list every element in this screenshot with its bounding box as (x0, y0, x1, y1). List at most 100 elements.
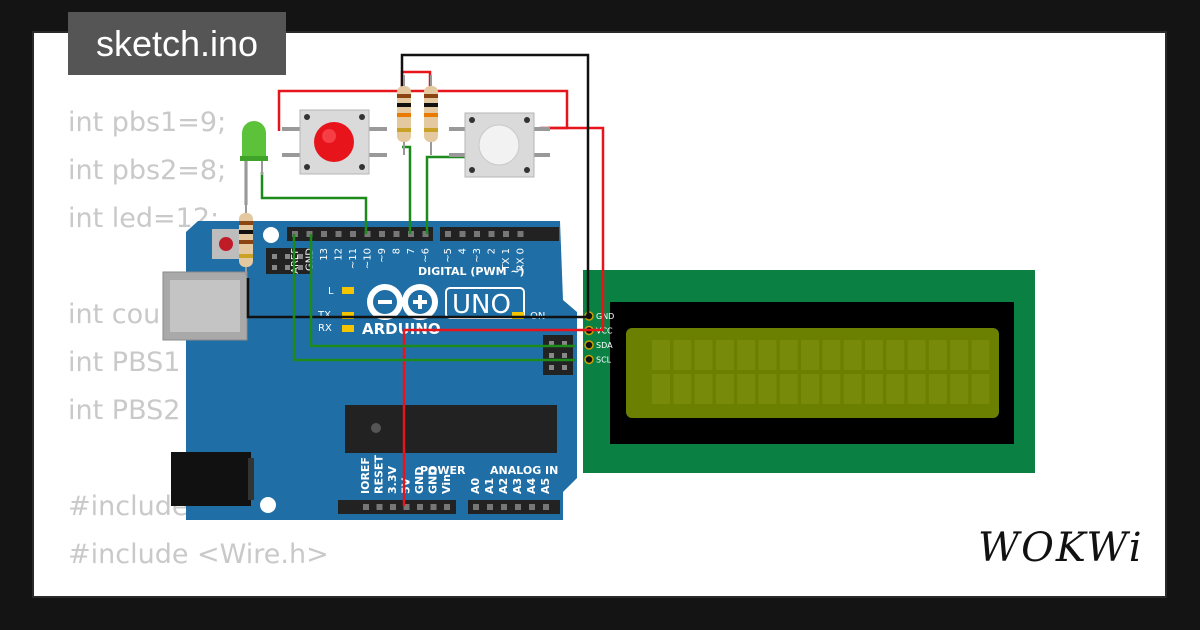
usb-connector-inner (170, 280, 240, 332)
atmega-chip (345, 405, 557, 453)
digital-pin-socket[interactable] (517, 231, 524, 237)
digital-pin-socket[interactable] (393, 231, 400, 237)
analog-pin-socket[interactable] (473, 504, 479, 510)
digital-pin-socket[interactable] (488, 231, 495, 237)
digital-pin-label: TX 1 (501, 248, 512, 272)
analog-pin-label: A5 (539, 478, 552, 494)
digital-pin-socket[interactable] (459, 231, 466, 237)
digital-pin-label: ~10 (363, 248, 374, 269)
code-line: int pbs1=9; (68, 107, 227, 138)
code-line: int PBS1 (68, 347, 181, 378)
power-pin-socket[interactable] (376, 504, 383, 510)
lcd-cell (694, 374, 713, 404)
lcd-cell (971, 340, 990, 370)
digital-pin-socket[interactable] (422, 231, 429, 237)
analog-pin-label: A3 (511, 478, 524, 494)
digital-pin-socket[interactable] (364, 231, 371, 237)
lcd-pin[interactable] (584, 354, 594, 365)
analog-pin-socket[interactable] (515, 504, 521, 510)
analog-pin-label: A0 (469, 477, 482, 494)
digital-pin-label: ~11 (348, 248, 359, 269)
code-line: int pbs2=8; (68, 155, 227, 186)
lcd-pin-label: VCC (596, 327, 613, 336)
lcd-cell (779, 340, 798, 370)
digital-pin-label: ~6 (421, 248, 432, 263)
lcd-cell (907, 374, 926, 404)
lcd-cell (801, 340, 820, 370)
power-pin-label: 5V (400, 477, 413, 494)
pushbutton-white[interactable] (449, 112, 550, 178)
lcd-cell (886, 374, 905, 404)
power-pin-socket[interactable] (363, 504, 369, 510)
digital-pin-header (287, 227, 559, 241)
uno-label: UNO (452, 290, 511, 320)
lcd-pin-label: GND (596, 312, 614, 321)
digital-pin-label: 12 (334, 248, 345, 261)
code-background: int pbs1=9; int pbs2=8; int led=12; int … (68, 99, 329, 579)
led-green[interactable] (240, 121, 268, 205)
power-pin-label: Vin (440, 474, 453, 494)
power-label: POWER (420, 464, 466, 477)
digital-pin-label: 7 (406, 248, 417, 254)
digital-pin-socket[interactable] (445, 231, 451, 237)
lcd-cell (715, 340, 734, 370)
lcd-cell (843, 340, 862, 370)
digital-pin-socket[interactable] (379, 231, 385, 237)
power-analog-header (338, 500, 560, 514)
lcd-cell (737, 340, 756, 370)
lcd-cell (652, 374, 670, 404)
analog-pin-socket[interactable] (487, 504, 493, 510)
power-pin-label: RESET (373, 455, 386, 494)
digital-pin-socket[interactable] (474, 231, 480, 237)
power-pin-socket[interactable] (430, 504, 437, 510)
lcd-cell (801, 374, 820, 404)
lcd-cell (673, 374, 692, 404)
lcd-cell (715, 374, 734, 404)
lcd-cell (758, 340, 777, 370)
digital-pin-label: 8 (392, 248, 403, 254)
code-line: #include (68, 491, 189, 522)
lcd-cell (928, 340, 947, 370)
lcd-cell (779, 374, 798, 404)
analog-pin-label: A4 (525, 477, 538, 494)
digital-pin-socket[interactable] (321, 231, 327, 237)
pushbutton-red[interactable] (282, 109, 387, 175)
lcd-cell (694, 340, 713, 370)
digital-pin-socket[interactable] (503, 231, 509, 237)
lcd-cell (950, 374, 969, 404)
lcd-cell (822, 374, 841, 404)
analog-pin-socket[interactable] (529, 504, 535, 510)
reset-button-cap[interactable] (219, 237, 233, 251)
power-pin-socket[interactable] (390, 504, 396, 510)
power-pin-socket[interactable] (403, 504, 410, 510)
lcd-pin[interactable] (584, 340, 594, 350)
led-l-indicator (342, 287, 354, 294)
power-pin-socket[interactable] (417, 504, 423, 510)
analog-pin-socket[interactable] (543, 504, 549, 510)
file-tab[interactable]: sketch.ino (68, 12, 286, 75)
digital-pin-label: ~3 (472, 248, 483, 263)
lcd-cell (822, 340, 841, 370)
code-line: #include <Wire.h> (68, 539, 329, 570)
digital-pin-socket[interactable] (306, 231, 313, 237)
digital-pin-socket[interactable] (350, 231, 356, 237)
tx-indicator (342, 312, 354, 319)
analog-label: ANALOG IN (490, 464, 558, 477)
analog-pin-label: A2 (497, 478, 510, 494)
digital-pin-socket[interactable] (335, 231, 342, 237)
resistor-2 (424, 75, 438, 155)
tx-label: TX (317, 310, 331, 321)
power-pin-socket[interactable] (444, 504, 450, 510)
power-pin-label: GND (427, 467, 440, 494)
power-pin-label: IOREF (359, 457, 372, 494)
lcd-cell (673, 340, 692, 370)
lcd-cell (950, 340, 969, 370)
analog-pin-socket[interactable] (501, 504, 507, 510)
power-jack (171, 452, 251, 506)
